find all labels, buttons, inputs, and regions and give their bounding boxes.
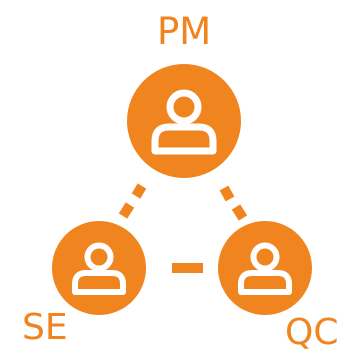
user-icon xyxy=(72,242,126,295)
user-icon xyxy=(151,89,217,155)
node-qc-label: QC xyxy=(285,312,339,353)
connector-pm-qc xyxy=(219,185,248,221)
node-qc xyxy=(218,221,312,315)
connector-pm-se xyxy=(118,183,147,219)
node-se-label: SE xyxy=(22,307,68,348)
node-pm-label: PM xyxy=(157,10,212,53)
node-se xyxy=(52,221,146,315)
user-icon xyxy=(238,242,292,295)
node-pm xyxy=(127,64,241,178)
